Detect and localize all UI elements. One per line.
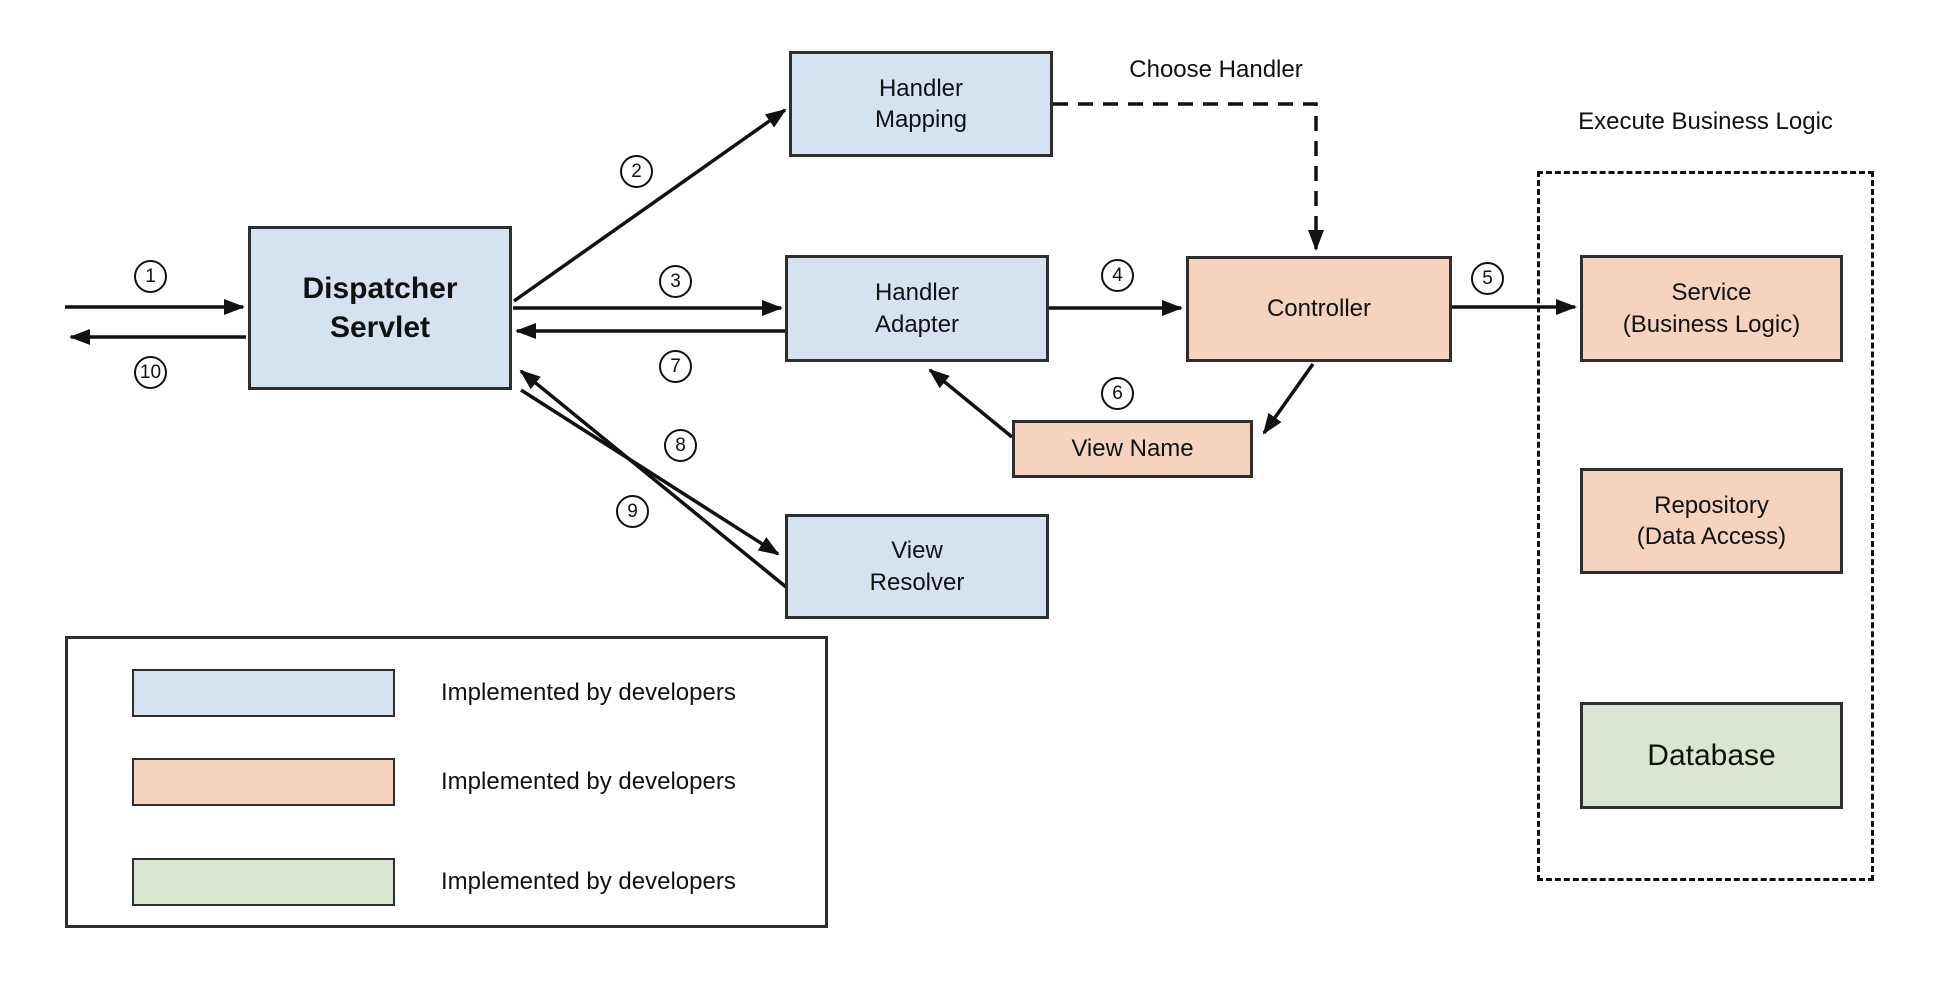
node-view-resolver: View Resolver [785,514,1049,619]
legend-label-green: Implemented by developers [441,868,736,895]
step-badge-1: 1 [134,260,167,293]
legend-swatch-green [132,858,395,906]
arrow-step2-to-handler-mapping [512,108,787,303]
node-handler-mapping-label: Handler Mapping [874,74,968,133]
node-service-label: Service (Business Logic) [1622,279,1801,338]
legend-label-blue: Implemented by developers [441,679,736,706]
execute-business-logic-group-border [1537,171,1874,881]
node-controller-label: Controller [1266,295,1372,323]
node-dispatcher-servlet: Dispatcher Servlet [248,226,512,390]
legend-label-orange: Implemented by developers [441,768,736,795]
node-view-name-label: View Name [1071,435,1194,463]
step-badge-5: 5 [1471,262,1504,295]
step-badge-7: 7 [659,350,692,383]
node-handler-mapping: Handler Mapping [789,51,1053,157]
step-badge-2: 2 [620,155,653,188]
step-badge-4: 4 [1101,259,1134,292]
step-badge-9: 9 [616,495,649,528]
node-handler-adapter-label: Handler Adapter [874,279,960,338]
arrow-view-name-to-handler-adapter [928,368,1014,439]
step-badge-6: 6 [1101,377,1134,410]
node-repository: Repository (Data Access) [1580,468,1843,574]
node-repository-label: Repository (Data Access) [1636,491,1787,550]
node-dispatcher-servlet-label: Dispatcher Servlet [302,272,458,344]
node-service: Service (Business Logic) [1580,255,1843,362]
step-badge-3: 3 [659,265,692,298]
legend-swatch-blue [132,669,395,717]
step-badge-10: 10 [134,356,167,389]
legend: Implemented by developers Implemented by… [65,636,828,928]
arrow-step6-controller-to-view-name [1262,362,1315,435]
node-database: Database [1580,702,1843,809]
arrow-step9-return-from-view-resolver [519,369,788,589]
legend-swatch-orange [132,758,395,806]
arrow-choose-handler-dashed [1053,102,1324,251]
step-badge-8: 8 [664,429,697,462]
execute-business-logic-label: Execute Business Logic [1578,108,1833,135]
arrow-step8-to-view-resolver [520,388,780,556]
choose-handler-label: Choose Handler [1129,56,1303,83]
node-handler-adapter: Handler Adapter [785,255,1049,362]
node-database-label: Database [1647,739,1776,772]
node-view-name: View Name [1012,420,1253,478]
node-view-resolver-label: View Resolver [869,537,965,596]
node-controller: Controller [1186,256,1452,362]
